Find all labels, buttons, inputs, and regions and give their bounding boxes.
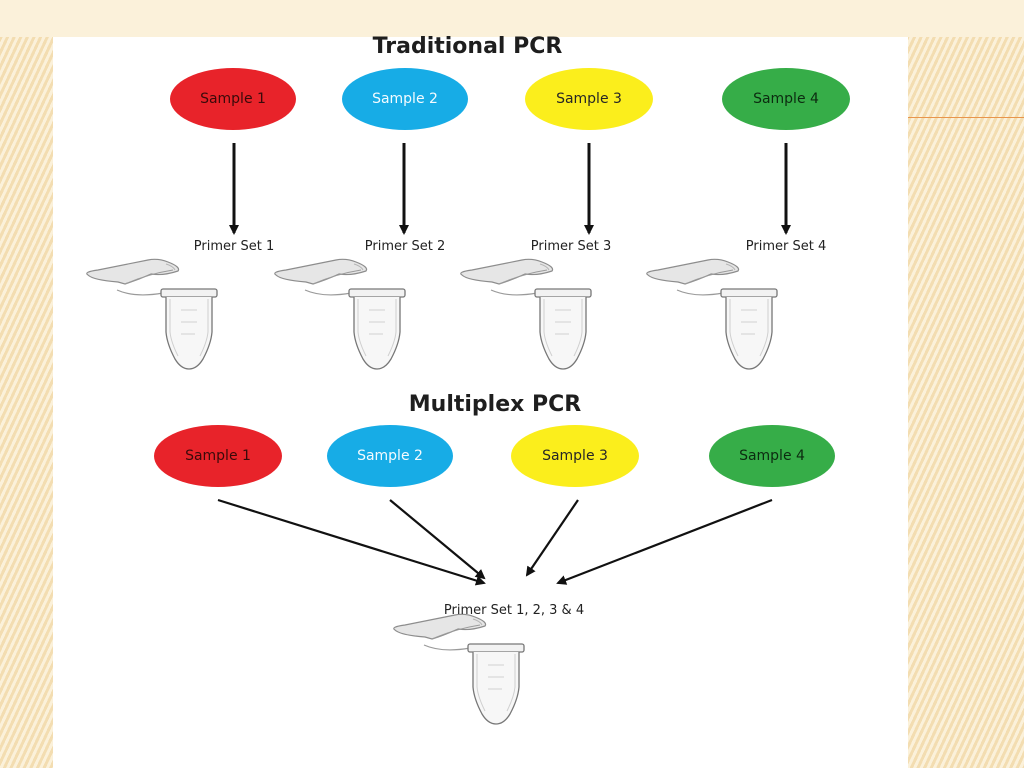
trad-primer-label-1: Primer Set 1	[193, 239, 275, 254]
multi-sample-2: Sample 2	[327, 425, 453, 487]
slide-top-band	[0, 0, 1024, 37]
pcr-tube-icon	[274, 258, 406, 370]
pcr-tube-icon	[460, 258, 592, 370]
pcr-tube-icon	[393, 613, 525, 725]
multi-sample-1: Sample 1	[154, 425, 282, 487]
traditional-pcr-title: Traditional PCR	[372, 34, 563, 59]
multi-arrow-4	[556, 498, 773, 585]
multi-primer-label: Primer Set 1, 2, 3 & 4	[443, 603, 585, 618]
trad-primer-label-2: Primer Set 2	[364, 239, 446, 254]
multi-arrow-2	[389, 499, 486, 580]
pcr-tube-icon	[86, 258, 218, 370]
multi-arrow-3	[525, 499, 579, 577]
trad-sample-3: Sample 3	[525, 68, 653, 130]
pcr-tube-icon	[646, 258, 778, 370]
trad-primer-label-4: Primer Set 4	[745, 239, 827, 254]
trad-primer-label-3: Primer Set 3	[530, 239, 612, 254]
trad-sample-2: Sample 2	[342, 68, 468, 130]
slide-accent-line	[908, 117, 1024, 118]
multiplex-pcr-title: Multiplex PCR	[408, 392, 582, 417]
trad-sample-1: Sample 1	[170, 68, 296, 130]
trad-sample-4: Sample 4	[722, 68, 850, 130]
multi-sample-4: Sample 4	[709, 425, 835, 487]
multi-arrow-1	[217, 498, 486, 586]
multi-sample-3: Sample 3	[511, 425, 639, 487]
